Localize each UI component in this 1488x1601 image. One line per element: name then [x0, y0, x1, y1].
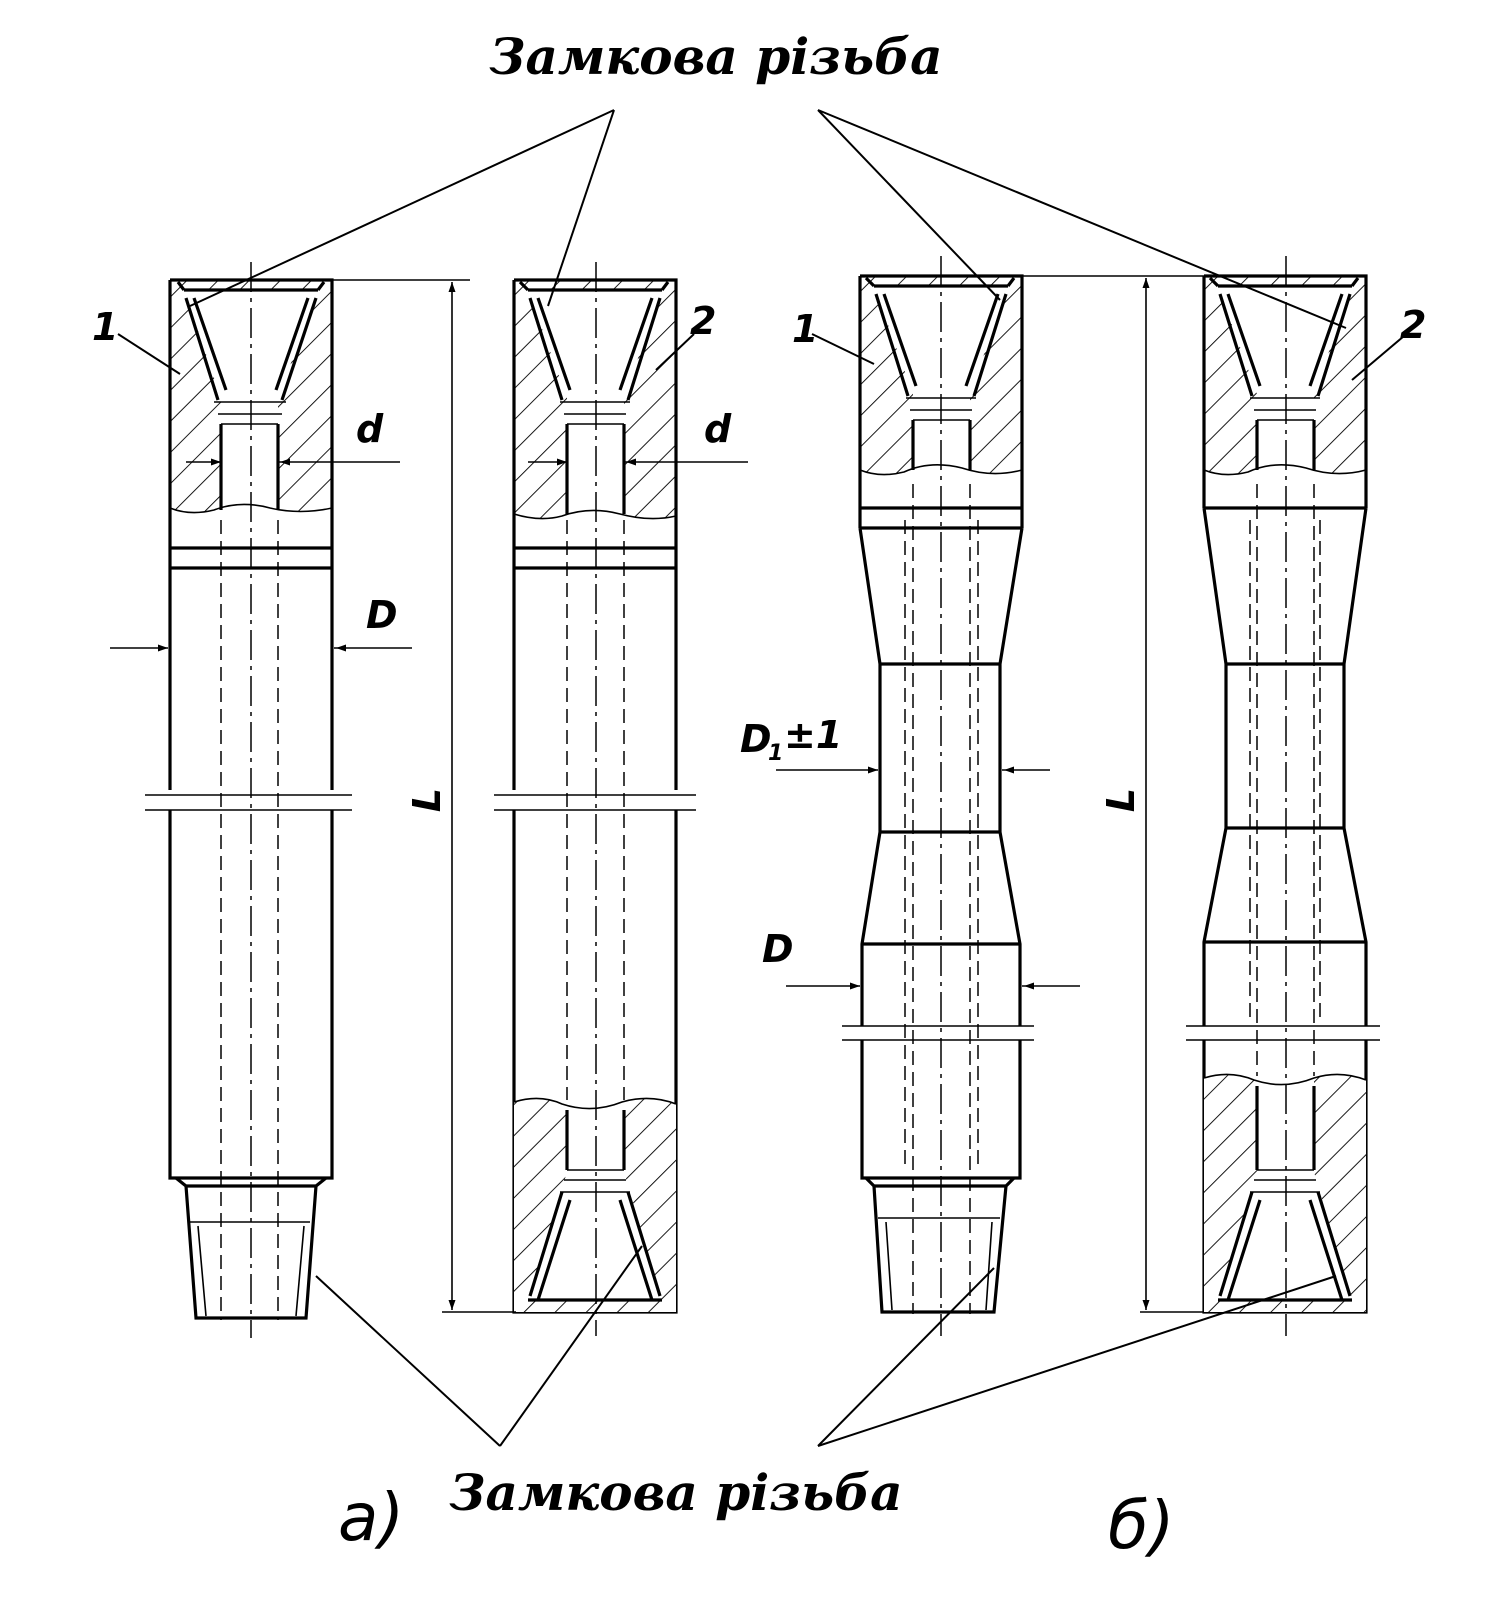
dim-label-D-view-b: D: [762, 927, 794, 971]
dim-label-D1: D 1 ±1: [740, 713, 842, 766]
view-b-pipe-2: [1186, 256, 1380, 1336]
dim-label-D1-tolerance: ±1: [784, 713, 842, 757]
dim-label-D1-main: D: [740, 717, 772, 761]
view-a-pipe-2: [494, 262, 696, 1336]
dim-label-L-view-a: L: [405, 788, 449, 812]
part-number-2-view-a: 2: [690, 299, 716, 343]
thread-label-bottom: Замкова різьба: [449, 1463, 902, 1522]
thread-label-top: Замкова різьба: [489, 27, 942, 86]
view-label-b: б): [1108, 1487, 1174, 1564]
dimension-lines: [110, 275, 1204, 1313]
part-number-2-view-b: 2: [1400, 303, 1426, 347]
dim-label-D1-sub: 1: [768, 741, 783, 766]
dim-label-d-pipe-1: d: [356, 407, 384, 451]
view-b-pipe-1: [842, 256, 1034, 1336]
dim-label-L-view-b: L: [1099, 788, 1143, 812]
dim-label-D-view-a: D: [366, 593, 398, 637]
leader-lines: [117, 109, 1405, 1447]
view-label-a: а): [338, 1479, 404, 1556]
part-number-1-view-b: 1: [792, 307, 818, 351]
part-number-1-view-a: 1: [92, 305, 118, 349]
dim-label-d-pipe-2: d: [704, 407, 732, 451]
view-a-pipe-1: [145, 262, 352, 1338]
